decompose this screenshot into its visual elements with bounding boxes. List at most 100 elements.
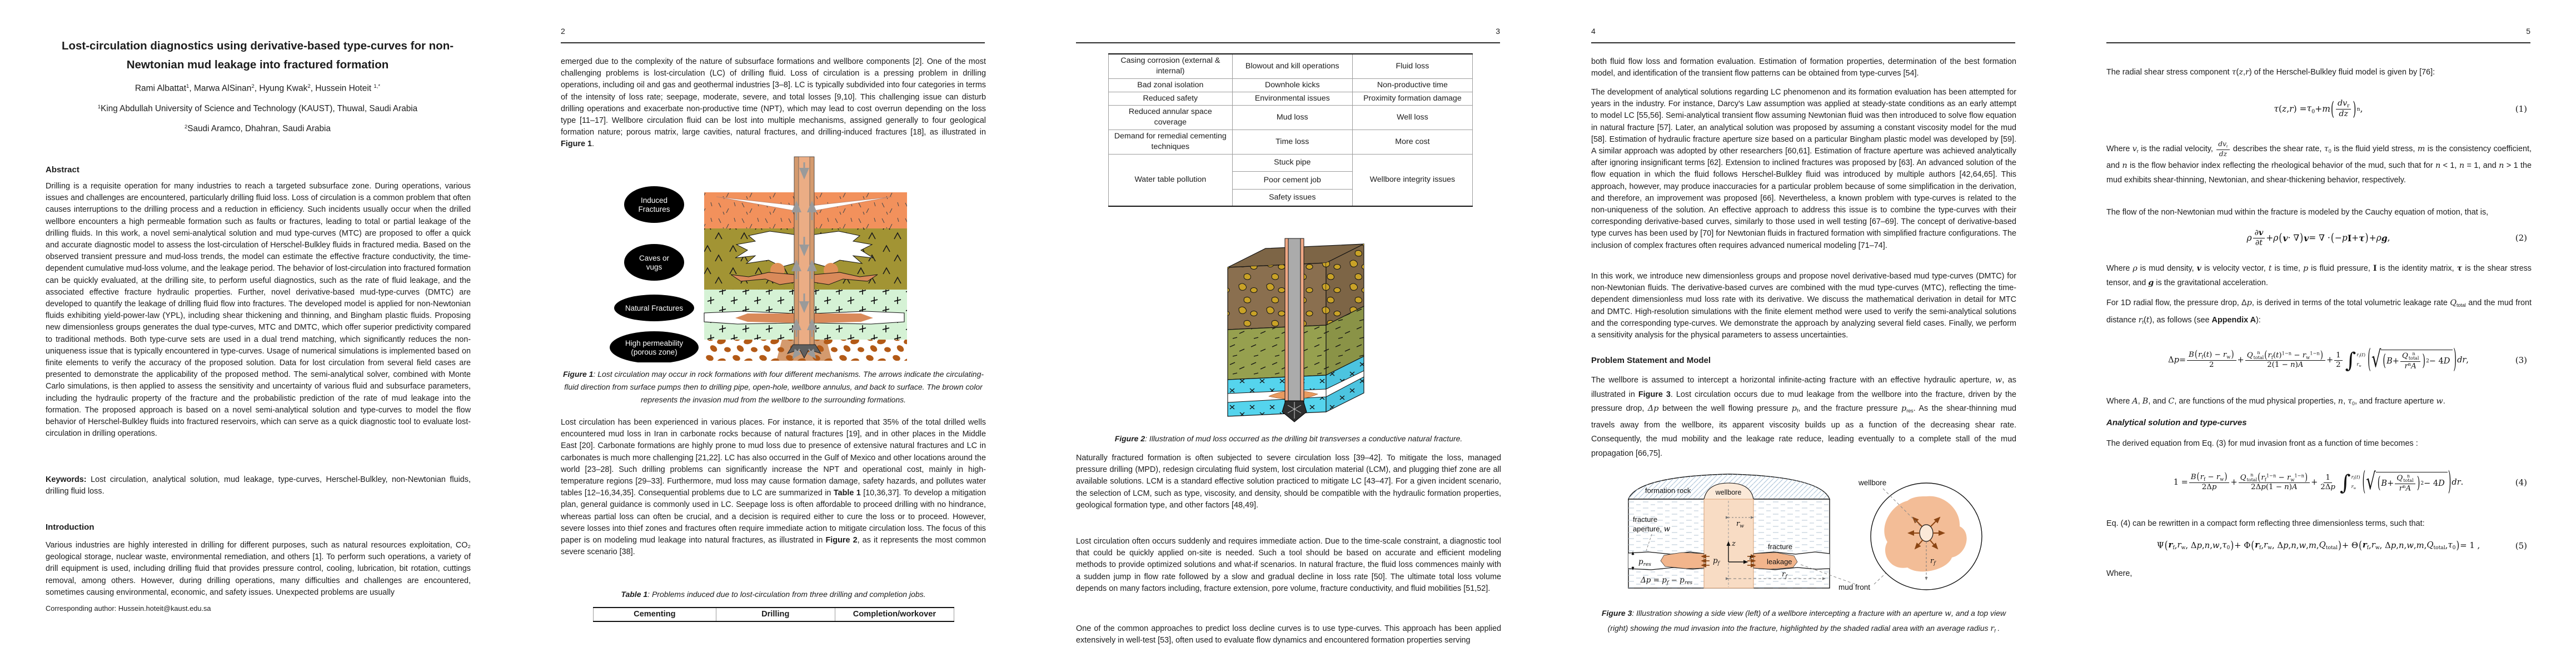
table-1-caption: Table 1: Problems induced due to lost-ci…: [561, 588, 986, 601]
page-5: 5 The radial shear stress component τ(z,…: [2061, 0, 2576, 667]
affiliation-2: 2Saudi Aramco, Dhahran, Saudi Arabia: [185, 124, 331, 134]
equation-1-number: (1): [2515, 104, 2527, 114]
paragraph: Where A, B, and C, are functions of the …: [2106, 397, 2445, 407]
header-rule: [561, 42, 985, 43]
affiliation-1: 1King Abdullah University of Science and…: [97, 104, 418, 114]
introduction-paragraph: Various industries are highly interested…: [46, 541, 471, 597]
paragraph: Where,: [2106, 569, 2132, 578]
figure-1-caption-text: : Lost circulation may occur in rock for…: [564, 370, 984, 404]
paragraph: In this work, we introduce new dimension…: [1591, 272, 2016, 340]
keywords-line: Keywords: Lost circulation, analytical s…: [46, 475, 471, 496]
table-header-cell: Cementing: [593, 607, 716, 622]
page-number-2: 2: [561, 27, 565, 36]
table-cell: Fluid loss: [1352, 53, 1473, 79]
fig3-label-r-f: rf: [1782, 570, 1788, 580]
fig3-top-view: wellbore rf: [1858, 479, 1982, 590]
fig1-label-natural-fractures: Natural Fractures: [625, 304, 684, 312]
table-cell: Safety issues: [1232, 188, 1353, 207]
header-rule: [2106, 42, 2530, 43]
table-1-caption-prefix: Table 1: [621, 590, 648, 599]
introduction-heading: Introduction: [46, 522, 94, 532]
fig3-label-fracture: fracture: [1768, 542, 1792, 551]
header-rule: [1591, 42, 2015, 43]
paragraph: Where ρ is mud density, v is velocity ve…: [2106, 263, 2532, 287]
page-2: 2 emerged due to the complexity of the n…: [515, 0, 1030, 667]
corresponding-author-footnote: Corresponding author: Hussein.hoteit@kau…: [46, 604, 211, 613]
fig3-label-r-f-top: rf: [1930, 557, 1936, 566]
abstract-heading: Abstract: [46, 165, 79, 175]
table-cell: Demand for remedial cementing techniques: [1108, 129, 1233, 155]
table-cell: Water table pollution: [1108, 153, 1233, 207]
figure-2-illustration: [1227, 238, 1364, 422]
table-cell: More cost: [1352, 129, 1473, 155]
paper-title: Lost-circulation diagnostics using deriv…: [61, 39, 454, 71]
figure-3-caption: Figure 3: Illustration showing a side vi…: [1601, 609, 2006, 634]
fig1-cave-vug: [730, 231, 795, 285]
paragraph: For 1D radial flow, the pressure drop, Δ…: [2106, 298, 2532, 326]
fig1-badge-high-perm: [610, 331, 699, 364]
paragraph: The derived equation from Eq. (3) for mu…: [2106, 439, 2418, 448]
table-cell: Downhole kicks: [1232, 78, 1353, 92]
table-cell: Bad zonal isolation: [1108, 78, 1233, 92]
fig3-leakage-arrows: [1701, 554, 1756, 568]
paragraph: Eq. (4) can be rewritten in a compact fo…: [2106, 519, 2425, 528]
fig3-label-r-w: rw: [1736, 520, 1744, 529]
page-number-4: 4: [1591, 27, 1596, 36]
page-number-3: 3: [1496, 27, 1500, 36]
figure-3: formation rock wellbore fracture apertur…: [1598, 469, 2010, 608]
figure-2: [1207, 235, 1373, 427]
fig1-badge-natural-fractures: [614, 295, 694, 321]
fig3-label-leakage: leakage: [1767, 558, 1792, 566]
fig3-label-fracture-aperture-2: aperture, w: [1633, 525, 1671, 534]
fig3-label-p-res: pres: [1638, 558, 1651, 568]
fig3-label-wellbore-top: wellbore: [1858, 479, 1886, 487]
paragraph: both fluid flow loss and formation evalu…: [1591, 57, 2016, 78]
fig3-top-wellbore-circle: [1919, 524, 1934, 542]
fig1-label-porous-zone: (porous zone): [631, 348, 677, 356]
fig1-label-high-perm: High permeability: [625, 339, 684, 347]
table-cell: Stuck pipe: [1232, 153, 1353, 172]
page-4: 4 both fluid flow loss and formation eva…: [1546, 0, 2061, 667]
paragraph: The radial shear stress component τ(z,r)…: [2106, 68, 2435, 77]
table-1-caption-text: : Problems induced due to lost-circulati…: [647, 590, 926, 599]
paragraph: Lost circulation has been experienced in…: [561, 418, 986, 557]
fig3-label-delta-p: Δp = pf − pres: [1640, 576, 1692, 586]
header-rule: [1076, 42, 1500, 43]
table-1-header: Cementing Drilling Completion/workover: [593, 607, 955, 622]
analytical-solution-heading: Analytical solution and type-curves: [2106, 418, 2247, 427]
figure-2-caption-text: : Illustration of mud loss occurred as t…: [1145, 434, 1463, 443]
paragraph: The flow of the non-Newtonian mud within…: [2106, 208, 2489, 217]
page-1: Lost-circulation diagnostics using deriv…: [0, 0, 515, 667]
paragraph: Lost circulation often occurs suddenly a…: [1076, 537, 1501, 593]
table-cell: Blowout and kill operations: [1232, 53, 1353, 79]
table-cell: Mud loss: [1232, 104, 1353, 130]
equation-3-number: (3): [2515, 355, 2527, 365]
table-cell: Well loss: [1352, 104, 1473, 130]
figure-2-caption-prefix: Figure 2: [1114, 434, 1145, 443]
figure-2-caption: Figure 2: Illustration of mud loss occur…: [1076, 432, 1501, 445]
fig1-drill-bit: [786, 344, 822, 359]
fig3-label-fracture-aperture-1: fracture: [1633, 515, 1657, 524]
table-cell: Environmental issues: [1232, 91, 1353, 106]
fig3-label-z-axis: z: [1731, 540, 1736, 548]
fig1-bit-arrows: [792, 349, 816, 359]
fig1-label-induced: Induced: [641, 196, 667, 205]
fig1-label-fractures: Fractures: [638, 205, 670, 213]
fig3-label-mud-front: mud front: [1838, 583, 1870, 591]
fig2-drill-pipe: [1282, 238, 1307, 422]
table-1-body: Casing corrosion (external & internal) B…: [1108, 53, 1473, 207]
table-cell: Proximity formation damage: [1352, 91, 1473, 106]
authors-line: Rami Albattat1, Marwa AlSinan2, Hyung Kw…: [134, 83, 381, 93]
figure-1: Induced Fractures Caves or vugs Natural …: [599, 153, 910, 365]
fig3-mud-lobe-left: [1660, 552, 1705, 569]
equation-4-number: (4): [2515, 477, 2527, 487]
